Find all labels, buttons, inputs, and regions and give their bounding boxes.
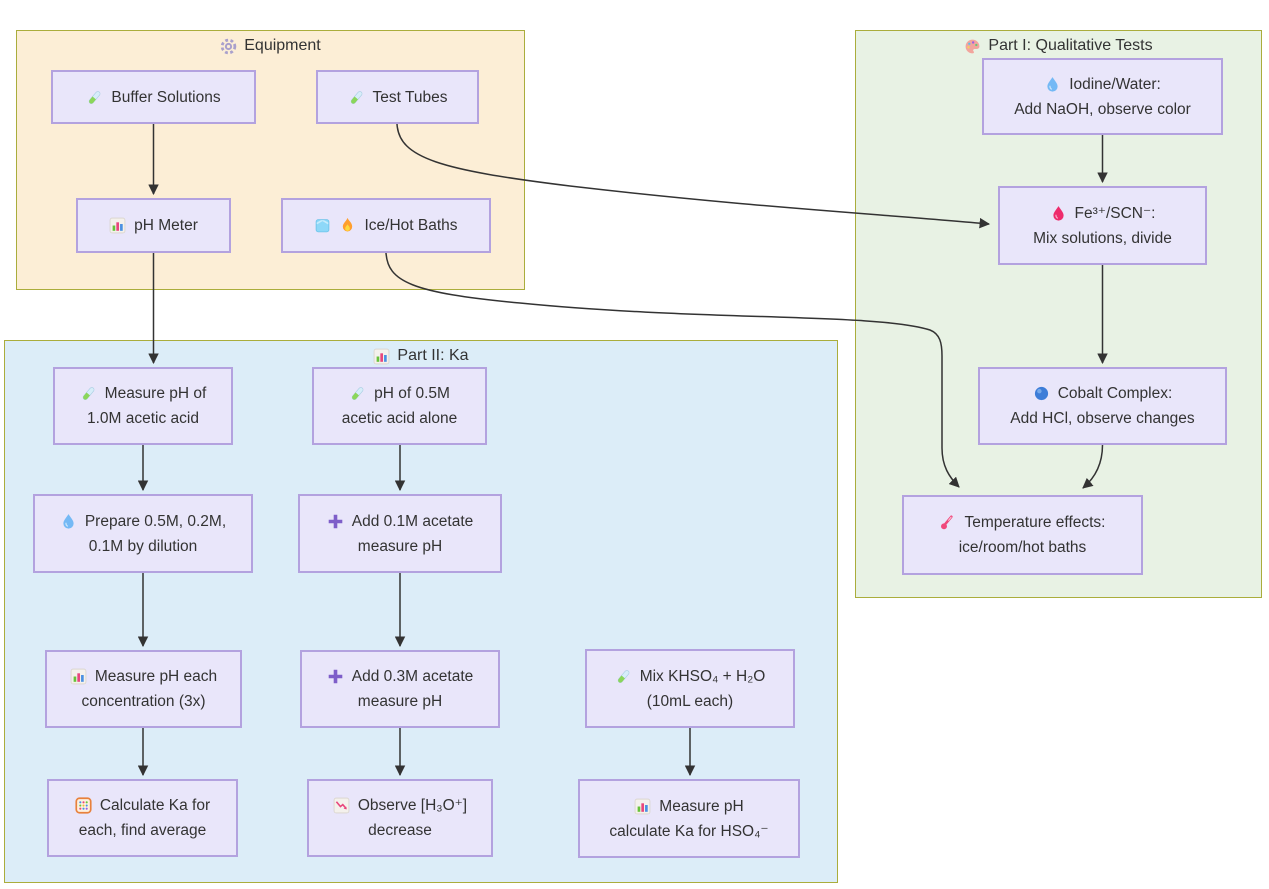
node-iodine-water: Iodine/Water: Add NaOH, observe color (982, 58, 1223, 135)
node-label: Add HCl, observe changes (1010, 410, 1195, 427)
node-measure-ph-1m: Measure pH of 1.0M acetic acid (53, 367, 233, 445)
node-label: Observe [H₃O⁺] (357, 797, 468, 814)
test-tube-icon (348, 89, 365, 106)
cluster-part1-title: Part I: Qualitative Tests (856, 37, 1261, 55)
node-ph-05m-alone: pH of 0.5M acetic acid alone (312, 367, 487, 445)
node-label: Add NaOH, observe color (1014, 100, 1191, 118)
node-label: (10mL each) (646, 692, 734, 710)
node-ph-meter: pH Meter (76, 198, 231, 253)
node-label: Measure pH each (94, 668, 218, 685)
plus-icon (327, 513, 344, 530)
node-label: decrease (368, 822, 432, 839)
node-label: pH of 0.5M (374, 385, 450, 402)
node-label: Cobalt Complex: (1057, 385, 1173, 402)
bar-chart-icon (109, 217, 126, 234)
cluster-title-text: Equipment (244, 37, 321, 54)
node-measure-ph-hso4: Measure pH calculate Ka for HSO₄⁻ (578, 779, 800, 858)
node-label: Temperature effects: (964, 514, 1106, 531)
node-fe-scn: Fe³⁺/SCN⁻: Mix solutions, divide (998, 186, 1207, 265)
abacus-icon (75, 797, 92, 814)
cluster-title-text: Part II: Ka (397, 347, 469, 364)
node-label: Measure pH of (104, 385, 207, 402)
droplet-red-icon (1050, 205, 1067, 222)
node-observe-h3o: Observe [H₃O⁺] decrease (307, 779, 493, 857)
plus-icon (327, 668, 344, 685)
node-label: Fe³⁺/SCN⁻: (1074, 204, 1156, 222)
node-prepare-dilutions: Prepare 0.5M, 0.2M, 0.1M by dilution (33, 494, 253, 573)
test-tube-icon (349, 385, 366, 402)
node-test-tubes: Test Tubes (316, 70, 479, 124)
bar-chart-icon (634, 798, 651, 815)
node-label: measure pH (357, 537, 443, 555)
cluster-equipment-title: Equipment (17, 37, 524, 55)
cluster-title-text: Part I: Qualitative Tests (988, 37, 1153, 54)
droplet-blue-icon (60, 513, 77, 530)
chart-down-icon (333, 797, 350, 814)
node-label: 0.1M by dilution (88, 537, 198, 555)
node-label: ice/room/hot baths (958, 539, 1087, 556)
node-label: Iodine/Water: (1069, 75, 1161, 93)
cluster-part2-title: Part II: Ka (5, 347, 837, 365)
node-label: each, find average (78, 822, 207, 839)
node-label: measure pH (357, 693, 443, 710)
node-label: Add 0.3M acetate (351, 668, 474, 685)
node-buffer-solutions: Buffer Solutions (51, 70, 256, 124)
test-tube-icon (80, 385, 97, 402)
droplet-blue-icon (1044, 76, 1061, 93)
node-label: Buffer Solutions (111, 88, 221, 106)
bar-chart-icon (373, 348, 390, 365)
node-measure-each: Measure pH each concentration (3x) (45, 650, 242, 728)
node-label: Ice/Hot Baths (364, 217, 458, 234)
node-label: 1.0M acetic acid (87, 410, 199, 427)
ice-cube-icon (314, 217, 331, 234)
node-add-03m-acetate: Add 0.3M acetate measure pH (300, 650, 500, 728)
node-label: acetic acid alone (341, 410, 458, 427)
node-label: Mix KHSO₄ + H₂O (639, 667, 766, 685)
node-mix-khso4: Mix KHSO₄ + H₂O (10mL each) (585, 649, 795, 728)
node-label: Measure pH (659, 797, 744, 815)
node-add-01m-acetate: Add 0.1M acetate measure pH (298, 494, 502, 573)
test-tube-icon (86, 89, 103, 106)
gear-icon (220, 38, 237, 55)
node-label: concentration (3x) (81, 693, 206, 710)
node-label: calculate Ka for HSO₄⁻ (609, 822, 769, 840)
test-tube-icon (615, 668, 632, 685)
node-label: Calculate Ka for (99, 797, 211, 814)
bar-chart-icon (70, 668, 87, 685)
node-calculate-ka: Calculate Ka for each, find average (47, 779, 238, 857)
node-cobalt-complex: Cobalt Complex: Add HCl, observe changes (978, 367, 1227, 445)
node-label: pH Meter (134, 217, 198, 234)
node-temperature-effects: Temperature effects: ice/room/hot baths (902, 495, 1143, 575)
node-label: Add 0.1M acetate (351, 512, 474, 530)
fire-icon (339, 217, 356, 234)
node-label: Prepare 0.5M, 0.2M, (84, 512, 227, 530)
node-ice-hot-baths: Ice/Hot Baths (281, 198, 491, 253)
blue-circle-icon (1033, 385, 1050, 402)
node-label: Mix solutions, divide (1033, 229, 1172, 247)
thermometer-icon (939, 514, 956, 531)
palette-icon (964, 38, 981, 55)
node-label: Test Tubes (372, 88, 448, 106)
